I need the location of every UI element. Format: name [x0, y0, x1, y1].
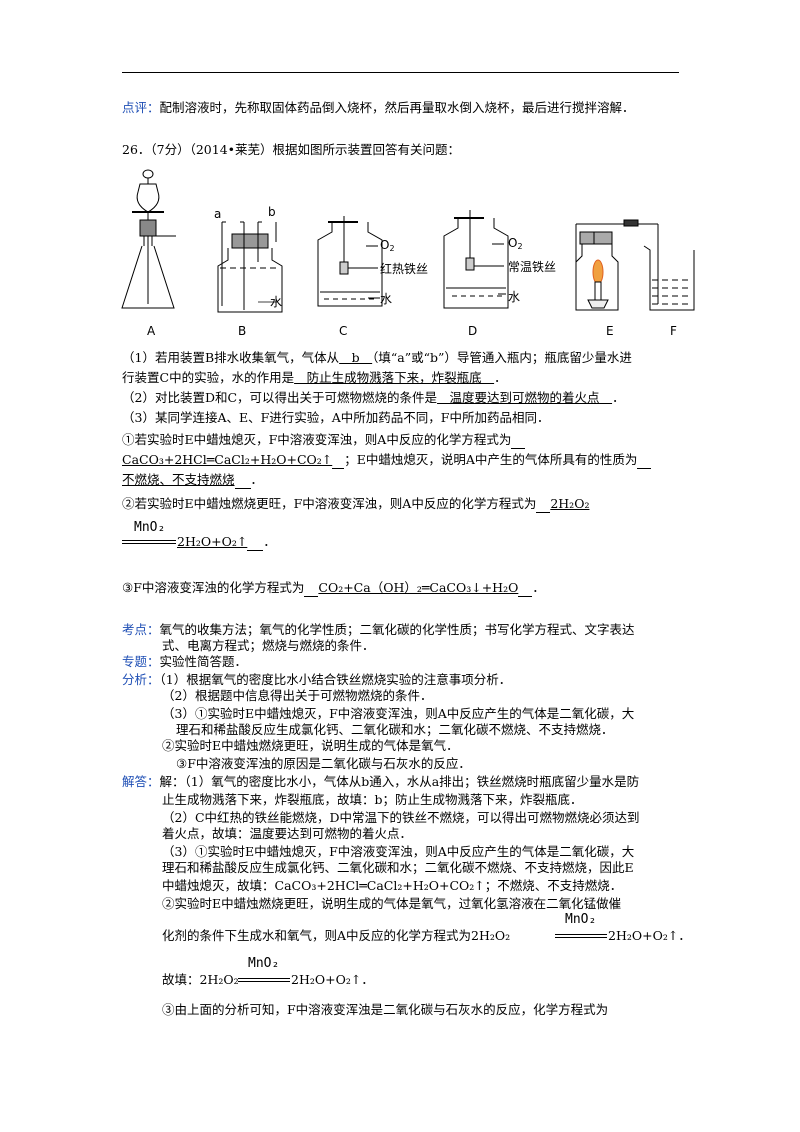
jieda-eq-sign — [555, 934, 607, 938]
q3-s3-equation: CO₂+Ca（OH）₂═CaCO₃↓+H₂O — [318, 580, 519, 595]
q3-s2-eq-right: 2H₂O+O₂↑ — [177, 534, 248, 549]
kaodian-line1: 考点：氧气的收集方法；氧气的化学性质；二氧化碳的化学性质；书写化学方程式、文字表… — [122, 622, 635, 637]
q3-s1-line1: ①若实验时E中蜡烛熄灭，F中溶液变浑浊，则A中反应的化学方程式为 — [122, 432, 526, 449]
jieda-eq-left: 2H₂O₂ — [471, 928, 511, 943]
jieda-line4: 着火点，故填：温度要达到可燃物的着火点． — [162, 826, 413, 841]
apparatus-a — [121, 169, 176, 309]
jieda-line2: 止生成物溅落下来，炸裂瓶底，故填：b；防止生成物溅落下来，炸裂瓶底． — [162, 792, 583, 807]
apparatus-c — [317, 216, 383, 307]
q3-s1-equation: CaCO₃+2HCl═CaCl₂+H₂O+CO₂↑ — [122, 452, 333, 467]
jieda-fill-right: 2H₂O+O₂↑． — [291, 972, 374, 987]
q2-line: （2）对比装置D和C，可以得出关于可燃物燃烧的条件是 温度要达到可燃物的着火点 … — [122, 390, 625, 405]
q1-answer-1: b — [339, 350, 373, 365]
label-f: F — [670, 324, 677, 338]
label-e: E — [606, 324, 614, 338]
apparatus-d — [443, 210, 509, 309]
d-wire-label: 常温铁丝 — [508, 260, 557, 274]
q3-s2-line2: 2H₂O+O₂↑ ． — [177, 534, 276, 551]
jieda-line9: 化剂的条件下生成水和氧气，则A中反应的化学方程式为2H₂O₂ — [162, 928, 511, 943]
b-water-label: 水 — [270, 295, 283, 309]
kaodian-label: 考点： — [122, 622, 160, 637]
jieda-fill-catalyst: MnO₂ — [248, 956, 280, 971]
d-water-label: 水 — [508, 290, 521, 304]
review-line: 点评：配制溶液时，先称取固体药品倒入烧杯，然后再量取水倒入烧杯，最后进行搅拌溶解… — [122, 100, 635, 116]
apparatus-e — [575, 219, 659, 311]
jieda-line1: 解答：解：（1）氧气的密度比水小，气体从b通入，水从a排出；铁丝燃烧时瓶底留少量… — [122, 774, 640, 789]
q3-intro: （3）某同学连接A、E、F进行实验，A中所加药品不同，F中所加药品相同． — [122, 410, 550, 425]
c-o2-label: O2 — [380, 238, 395, 253]
fenxi-line4: 理石和稀盐酸反应生成氯化钙、二氧化碳和水；二氧化碳不燃烧、不支持燃烧． — [176, 722, 614, 737]
q3-s2-eq-left: 2H₂O₂ — [550, 496, 590, 511]
zhuanti-line: 专题：实验性简答题． — [122, 654, 248, 669]
jieda-line8: ②实验时E中蜡烛燃烧更旺，说明生成的气体是氧气，过氧化氢溶液在二氧化锰做催 — [162, 896, 622, 911]
q1-answer-2: 防止生成物溅落下来，炸裂瓶底 — [294, 370, 495, 385]
kaodian-line2: 式、电离方程式；燃烧与燃烧的条件． — [162, 638, 375, 653]
fenxi-line3: （3）①实验时E中蜡烛熄灭，F中溶液变浑浊，则A中反应产生的气体是二氧化碳，大 — [162, 706, 635, 721]
b-tube-b-label: b — [268, 205, 276, 219]
jieda-line3: （2）C中红热的铁丝能燃烧，D中常温下的铁丝不燃烧，可以得出可燃物燃烧必须达到 — [162, 810, 640, 825]
fenxi-label: 分析： — [122, 672, 160, 687]
q2-answer: 温度要达到可燃物的着火点 — [437, 390, 613, 405]
fenxi-line2: （2）根据题中信息得出关于可燃物燃烧的条件． — [162, 688, 433, 703]
apparatus-b — [217, 221, 283, 313]
jieda-eq-right: 2H₂O+O₂↑． — [608, 928, 691, 943]
q3-s1-line2: CaCO₃+2HCl═CaCl₂+H₂O+CO₂↑ ；E中蜡烛熄灭，说明A中产生… — [122, 452, 652, 469]
fenxi-line1: 分析：（1）根据氧气的密度比水小结合铁丝燃烧实验的注意事项分析． — [122, 672, 512, 687]
header-rule — [122, 72, 679, 73]
q1-line1: （1）若用装置B排水收集氧气，气体从 b （填“a”或“b”）导管通入瓶内；瓶底… — [122, 350, 632, 365]
jieda-label: 解答： — [122, 774, 160, 789]
q3-s2-eq-sign — [122, 540, 176, 544]
jieda-line7: 中蜡烛熄灭，故填：CaCO₃+2HCl═CaCl₂+H₂O+CO₂↑；不燃烧、不… — [162, 878, 623, 893]
jieda-catalyst: MnO₂ — [565, 912, 597, 927]
apparatus-figure — [121, 169, 695, 313]
review-text: 配制溶液时，先称取固体药品倒入烧杯，然后再量取水倒入烧杯，最后进行搅拌溶解． — [159, 100, 635, 115]
jieda-line6: 理石和稀盐酸反应生成氯化钙、二氧化碳和水；二氧化碳不燃烧、不支持燃烧，因此E — [162, 860, 634, 875]
c-wire-label: 红热铁丝 — [380, 262, 429, 276]
zhuanti-label: 专题： — [122, 654, 160, 669]
q3-s3-line: ③F中溶液变浑浊的化学方程式为 CO₂+Ca（OH）₂═CaCO₃↓+H₂O ． — [122, 580, 545, 597]
fenxi-line5: ②实验时E中蜡烛燃烧更旺，说明生成的气体是氧气． — [162, 738, 459, 753]
jieda-line5: （3）①实验时E中蜡烛熄灭，F中溶液变浑浊，则A中反应产生的气体是二氧化碳，大 — [162, 844, 635, 859]
jieda-last-line: ③由上面的分析可知，F中溶液变浑浊是二氧化碳与石灰水的反应，化学方程式为 — [162, 1002, 609, 1017]
label-d: D — [468, 324, 478, 338]
apparatus-f — [643, 245, 695, 311]
jieda-fill-eq-sign — [238, 978, 290, 982]
label-a: A — [147, 324, 156, 338]
q3-s2-catalyst: MnO₂ — [134, 520, 166, 535]
q3-s1-line3: 不燃烧、不支持燃烧 ． — [122, 472, 264, 489]
question-title: 26．（7分）（2014•莱芜）根据如图所示装置回答有关问题： — [122, 142, 461, 157]
q1-line2: 行装置C中的实验，水的作用是 防止生成物溅落下来，炸裂瓶底 ． — [122, 370, 507, 385]
label-c: C — [339, 324, 348, 338]
b-tube-a-label: a — [214, 207, 222, 221]
q3-s2-line1: ②若实验时E中蜡烛燃烧更旺，F中溶液变浑浊，则A中反应的化学方程式为 2H₂O₂ — [122, 496, 590, 513]
label-b: B — [238, 324, 247, 338]
d-o2-label: O2 — [508, 236, 523, 251]
jieda-fill-line: 故填：2H₂O₂ — [162, 972, 239, 987]
c-water-label: 水 — [380, 292, 393, 306]
q3-s1-answer: 不燃烧、不支持燃烧 — [122, 472, 235, 487]
fenxi-line6: ③F中溶液变浑浊的原因是二氧化碳与石灰水的反应． — [176, 756, 471, 771]
review-label: 点评： — [122, 100, 160, 115]
